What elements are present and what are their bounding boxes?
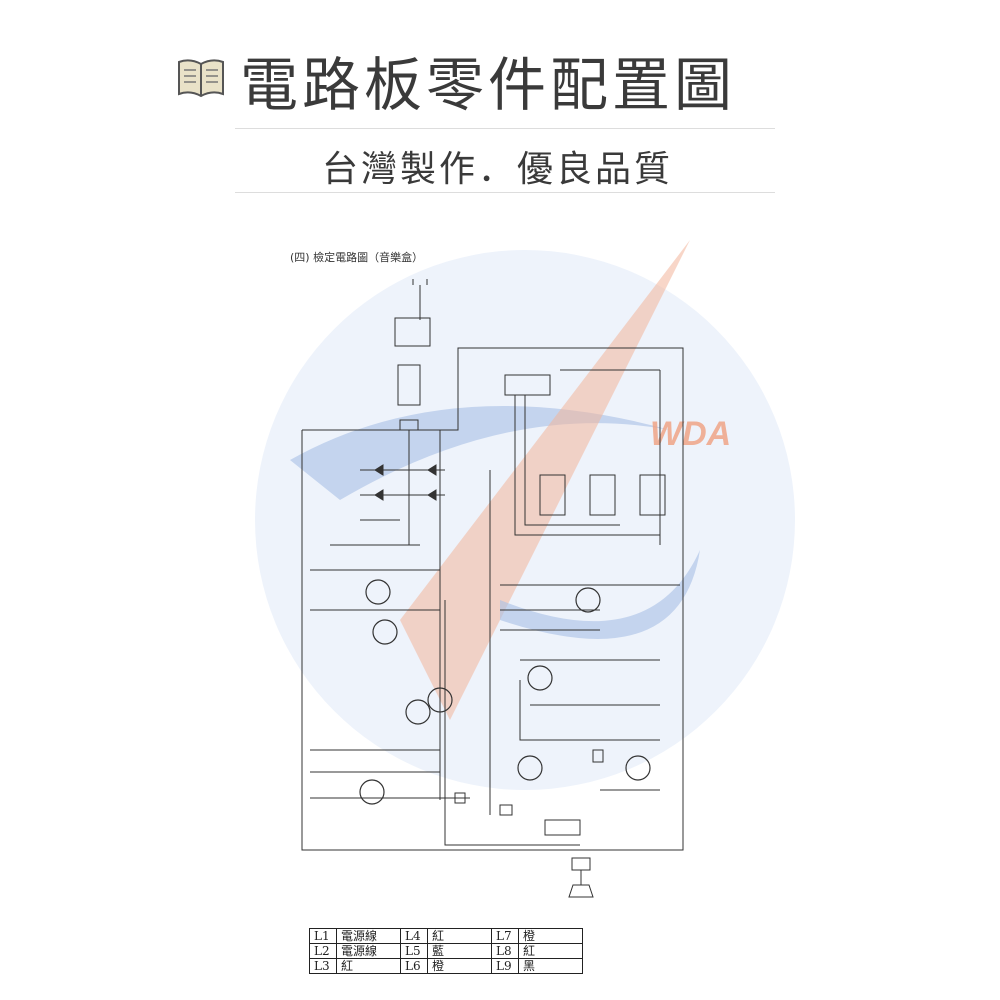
divider <box>235 128 775 129</box>
divider <box>235 192 775 193</box>
circuit-diagram <box>301 279 684 898</box>
wire-key: L6 <box>400 958 428 974</box>
table-row: L1 電源線 L4 紅 L7 橙 <box>309 928 583 944</box>
ic-chip <box>589 474 616 516</box>
table-row: L2 電源線 L5 藍 L8 紅 <box>309 943 583 959</box>
wire-key: L7 <box>491 928 519 944</box>
page-title: 電路板零件配置圖 <box>240 51 737 119</box>
wire-key: L3 <box>309 958 337 974</box>
diagram-caption: (四) 檢定電路圖（音樂盒） <box>290 251 424 264</box>
wire-key: L9 <box>491 958 519 974</box>
wire-value: 藍 <box>427 943 492 959</box>
book-icon <box>178 59 224 98</box>
wire-key: L8 <box>491 943 519 959</box>
wire-key: L2 <box>309 943 337 959</box>
ic-chip <box>639 474 666 516</box>
power-plug-icon <box>412 279 428 320</box>
wire-value: 電源線 <box>336 943 401 959</box>
svg-text:WDA: WDA <box>650 415 731 453</box>
page-subtitle: 台灣製作．優良品質 <box>322 149 674 190</box>
transistors <box>359 579 651 805</box>
wire-value: 紅 <box>336 958 401 974</box>
wire-color-legend-table: L1 電源線 L4 紅 L7 橙 L2 電源線 L5 藍 L8 紅 L3 紅 L… <box>309 928 583 974</box>
wire-value: 橙 <box>427 958 492 974</box>
transformer <box>397 364 421 406</box>
ic-chip <box>539 474 566 516</box>
wire-value: 橙 <box>518 928 583 944</box>
wire-value: 紅 <box>427 928 492 944</box>
wire-value: 黑 <box>518 958 583 974</box>
table-row: L3 紅 L6 橙 L9 黑 <box>309 958 583 974</box>
circuit-outer-wire <box>301 347 684 851</box>
speaker-icon <box>568 857 594 898</box>
wire-value: 紅 <box>518 943 583 959</box>
wire-key: L1 <box>309 928 337 944</box>
wire-key: L5 <box>400 943 428 959</box>
wire-value: 電源線 <box>336 928 401 944</box>
diode-bridge <box>330 464 445 546</box>
connector <box>544 819 581 836</box>
ic-connector <box>504 374 551 396</box>
wire-key: L4 <box>400 928 428 944</box>
switch-block <box>394 317 431 347</box>
